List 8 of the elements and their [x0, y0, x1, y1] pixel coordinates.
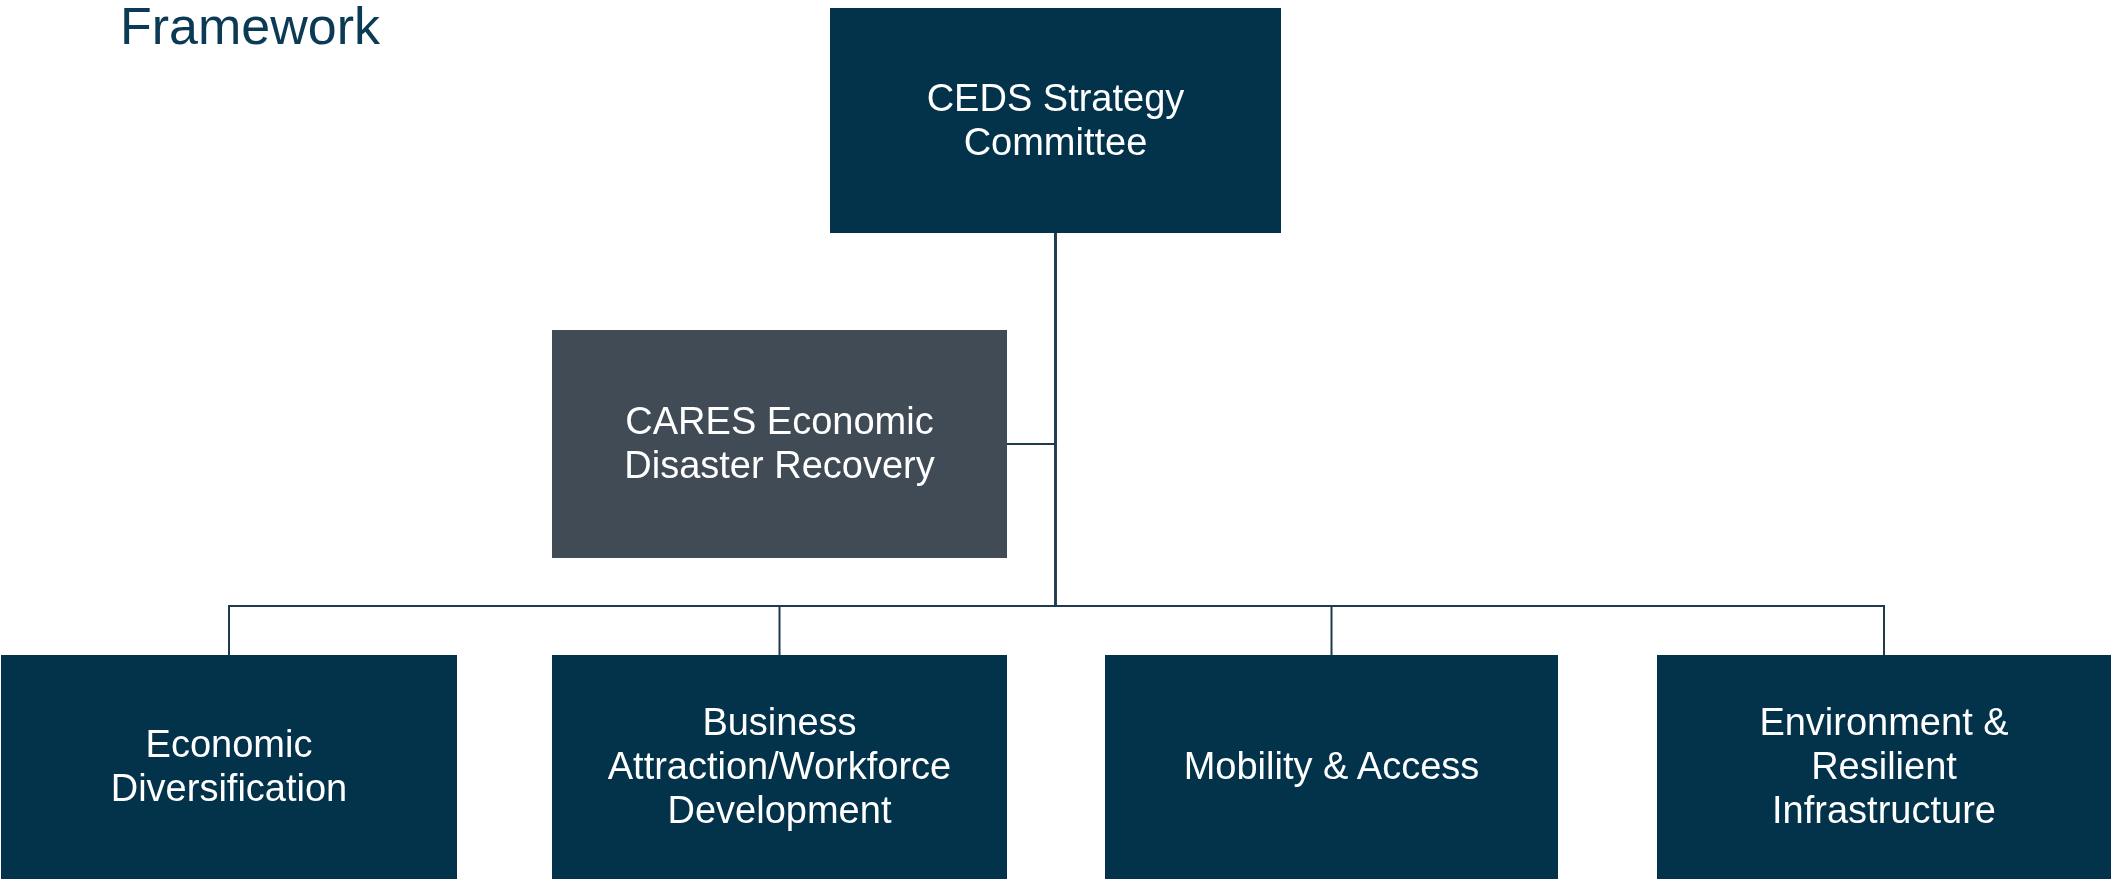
- connector-line: [1054, 232, 1885, 656]
- org-box: Business Attraction/Workforce Development: [552, 655, 1007, 879]
- org-box: Economic Diversification: [1, 655, 457, 879]
- org-box: CEDS Strategy Committee: [830, 8, 1281, 233]
- org-box: Mobility & Access: [1105, 655, 1558, 879]
- org-box: Environment & Resilient Infrastructure: [1657, 655, 2111, 879]
- title: Framework: [120, 0, 381, 52]
- org-box: CARES Economic Disaster Recovery: [552, 330, 1007, 558]
